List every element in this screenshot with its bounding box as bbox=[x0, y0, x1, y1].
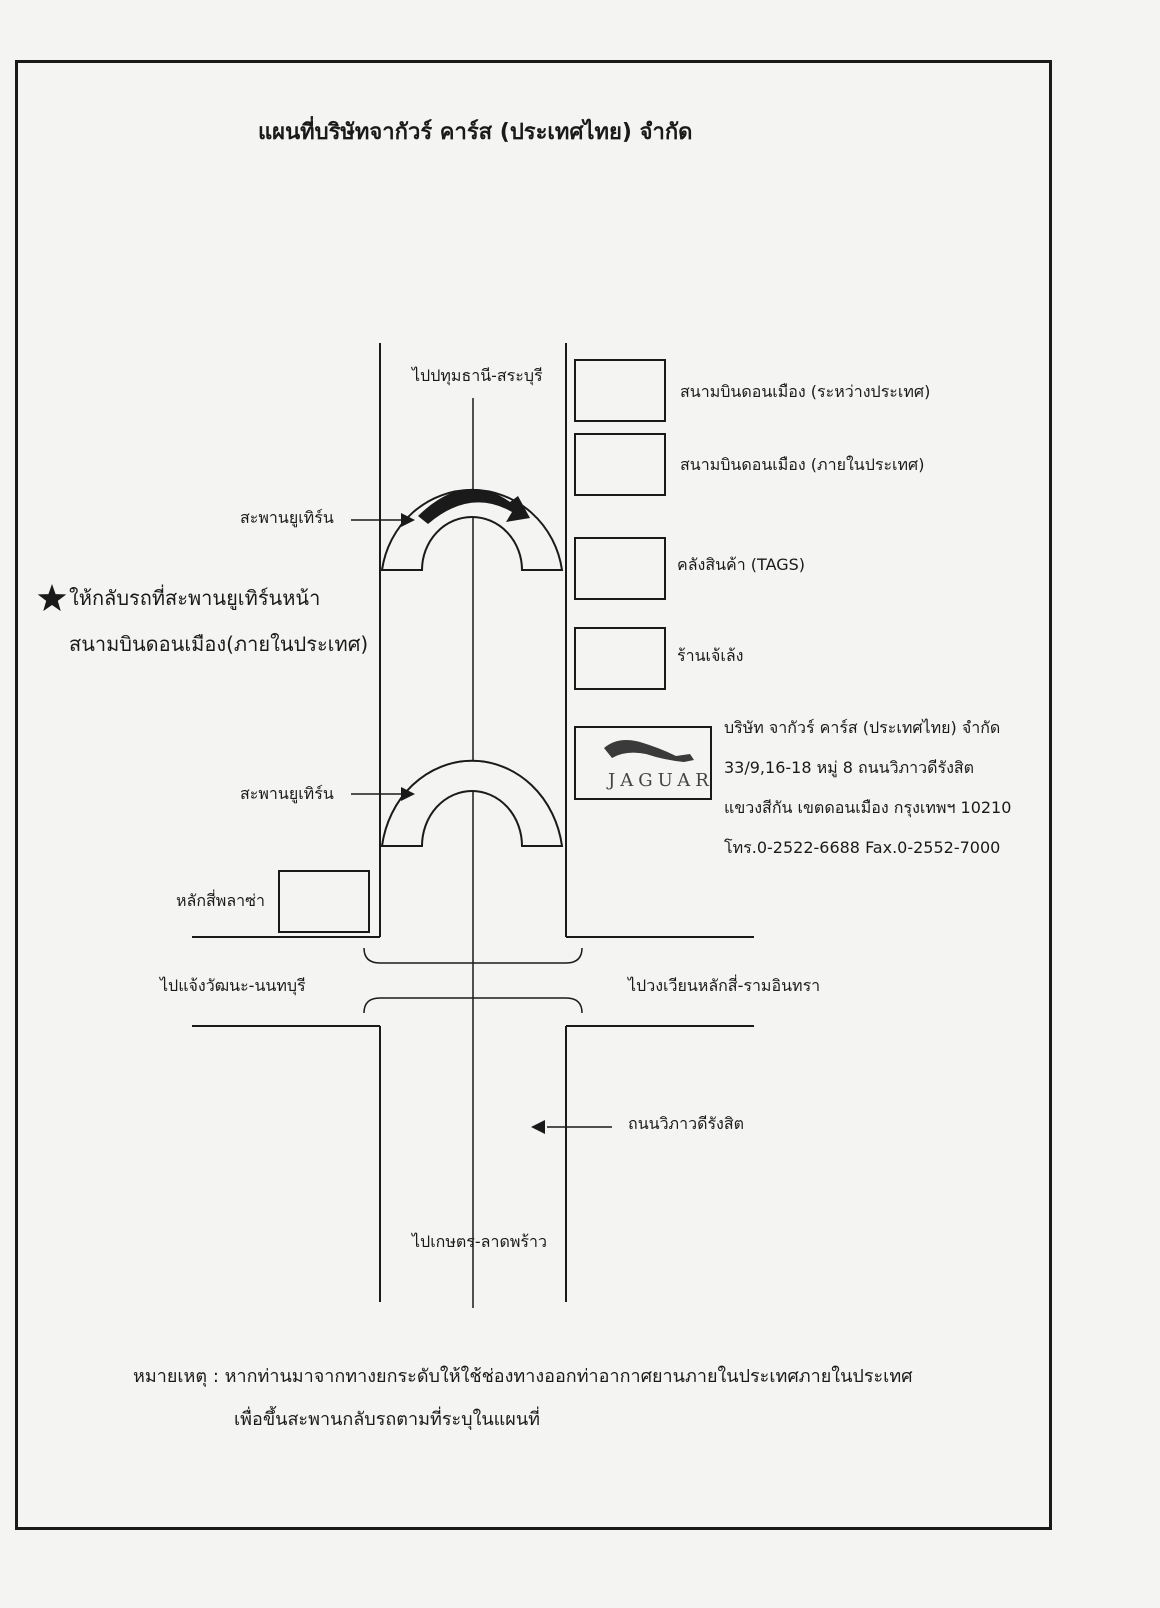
label-road: ถนนวิภาวดีรังสิต bbox=[628, 1114, 745, 1133]
building-box bbox=[574, 627, 666, 690]
building-label: สนามบินดอนเมือง (ระหว่างประเทศ) bbox=[680, 382, 931, 401]
building-box bbox=[574, 537, 666, 600]
building-label: คลังสินค้า (TAGS) bbox=[677, 555, 806, 574]
company-address-1: 33/9,16-18 หมู่ 8 ถนนวิภาวดีรังสิต bbox=[724, 758, 975, 777]
company-address-2: แขวงสีกัน เขตดอนเมือง กรุงเทพฯ 10210 bbox=[724, 798, 1012, 817]
building-box bbox=[574, 433, 666, 496]
label-bridge-lower: สะพานยูเทิร์น bbox=[240, 784, 334, 803]
jaguar-logo-text: JAGUAR bbox=[608, 770, 714, 791]
building-label: ร้านเจ้เล้ง bbox=[677, 646, 744, 665]
label-east: ไปวงเวียนหลักสี่-รามอินทรา bbox=[628, 976, 821, 995]
label-north: ไปปทุมธานี-สระบุรี bbox=[412, 366, 543, 385]
label-bridge-upper: สะพานยูเทิร์น bbox=[240, 508, 334, 527]
star-note-line1: ให้กลับรถที่สะพานยูเทิร์นหน้า bbox=[69, 586, 321, 610]
map-title: แผนที่บริษัทจากัวร์ คาร์ส (ประเทศไทย) จำ… bbox=[258, 120, 693, 145]
company-name: บริษัท จากัวร์ คาร์ส (ประเทศไทย) จำกัด bbox=[724, 718, 1001, 737]
jaguar-leaper-icon bbox=[604, 740, 694, 762]
star-icon bbox=[37, 584, 67, 612]
intersection-brace-top bbox=[363, 947, 583, 964]
footnote-line2: เพื่อขึ้นสะพานกลับรถตามที่ระบุในแผนที่ bbox=[234, 1409, 540, 1430]
building-box bbox=[574, 359, 666, 422]
star-note-line2: สนามบินดอนเมือง(ภายในประเทศ) bbox=[69, 632, 369, 656]
label-south: ไปเกษตร-ลาดพร้าว bbox=[412, 1232, 547, 1251]
uturn-bridge-lower bbox=[380, 759, 564, 847]
company-contact: โทร.0-2522-6688 Fax.0-2552-7000 bbox=[724, 838, 1001, 857]
pointer-arrowhead bbox=[401, 513, 415, 527]
uturn-arrow-icon bbox=[418, 488, 530, 524]
pointer-arrowhead bbox=[531, 1120, 545, 1134]
intersection-brace-bottom bbox=[363, 997, 583, 1014]
footnote-line1: หมายเหตุ : หากท่านมาจากทางยกระดับให้ใช้ช… bbox=[133, 1366, 913, 1387]
label-west: ไปแจ้งวัฒนะ-นนทบุรี bbox=[160, 976, 306, 995]
building-label: สนามบินดอนเมือง (ภายในประเทศ) bbox=[680, 455, 925, 474]
plaza-box bbox=[278, 870, 370, 933]
label-plaza: หลักสี่พลาซ่า bbox=[176, 891, 265, 910]
map-frame bbox=[15, 60, 1052, 1530]
jaguar-logo-box bbox=[574, 726, 712, 800]
pointer-arrowhead bbox=[401, 787, 415, 801]
